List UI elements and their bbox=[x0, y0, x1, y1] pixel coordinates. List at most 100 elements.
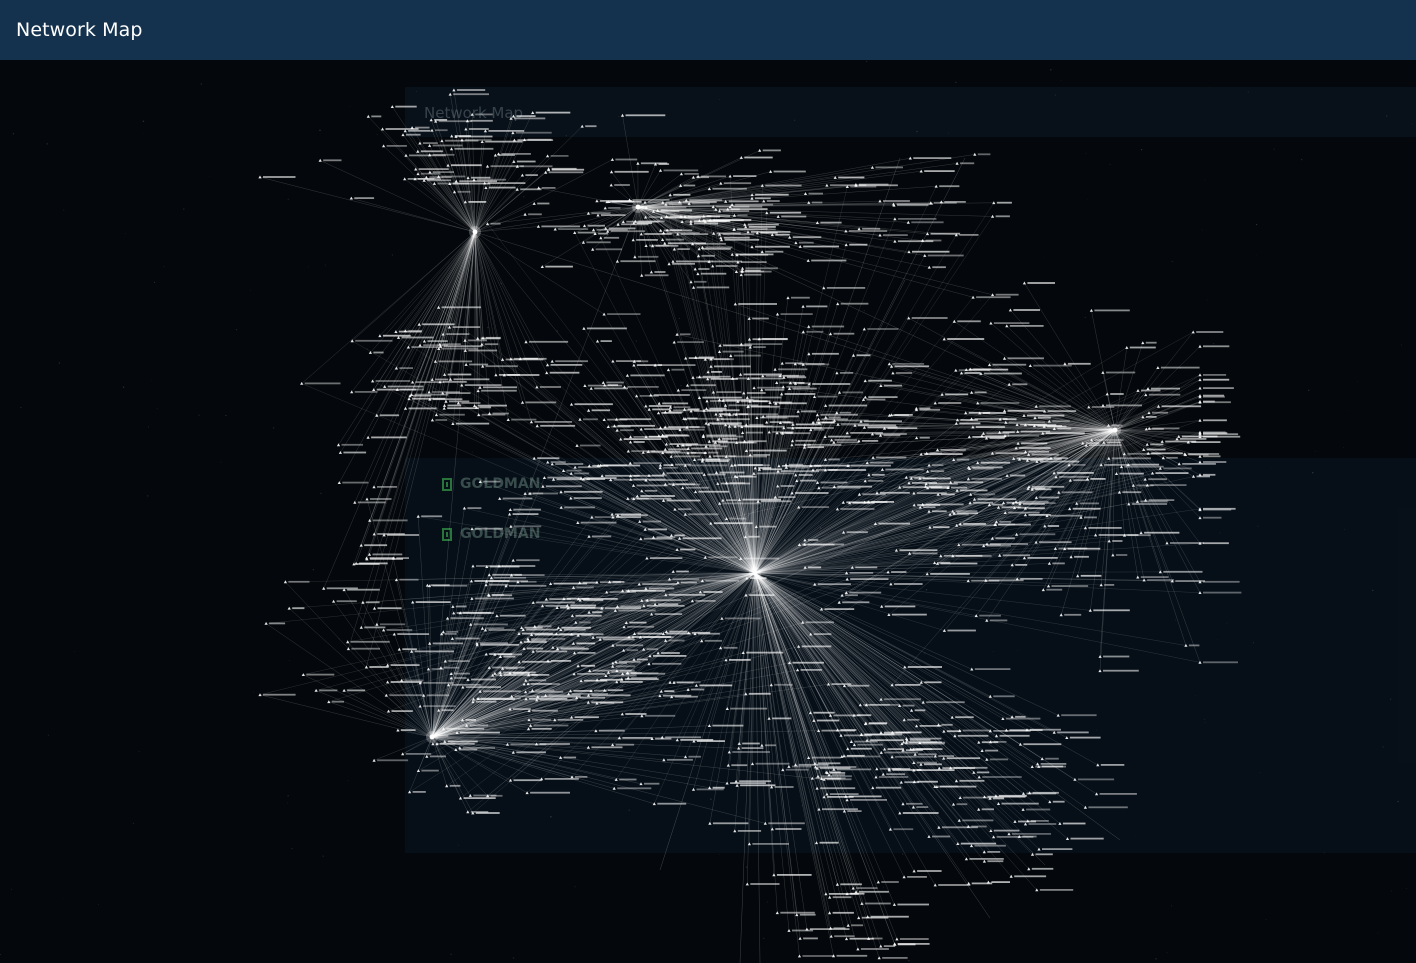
graph-node[interactable] bbox=[907, 316, 948, 320]
graph-node[interactable] bbox=[782, 426, 822, 430]
graph-node[interactable] bbox=[891, 371, 913, 375]
graph-node[interactable] bbox=[1089, 308, 1130, 312]
graph-node[interactable] bbox=[1146, 387, 1180, 390]
graph-node[interactable] bbox=[857, 227, 881, 231]
graph-node[interactable] bbox=[658, 168, 699, 172]
graph-node[interactable] bbox=[707, 187, 747, 191]
graph-node[interactable] bbox=[696, 254, 715, 258]
graph-node[interactable] bbox=[586, 211, 611, 215]
graph-node[interactable] bbox=[795, 479, 817, 482]
graph-node[interactable] bbox=[615, 259, 656, 263]
graph-node[interactable] bbox=[719, 181, 752, 185]
graph-node[interactable] bbox=[386, 709, 413, 713]
graph-node[interactable] bbox=[1141, 341, 1157, 345]
graph-node[interactable] bbox=[401, 752, 432, 756]
graph-node[interactable] bbox=[603, 383, 619, 387]
graph-node[interactable] bbox=[643, 200, 664, 204]
graph-node[interactable] bbox=[730, 203, 774, 206]
graph-node[interactable] bbox=[679, 184, 696, 187]
graph-node[interactable] bbox=[601, 381, 624, 384]
graph-node[interactable] bbox=[1198, 344, 1230, 348]
graph-node[interactable] bbox=[450, 637, 480, 640]
graph-node[interactable] bbox=[332, 599, 357, 603]
graph-node[interactable] bbox=[775, 312, 813, 316]
graph-node[interactable] bbox=[595, 199, 632, 203]
graph-node[interactable] bbox=[768, 401, 792, 404]
graph-node[interactable] bbox=[828, 332, 855, 336]
graph-node[interactable] bbox=[411, 600, 451, 604]
graph-node[interactable] bbox=[845, 185, 877, 188]
graph-node[interactable] bbox=[718, 209, 750, 213]
graph-node[interactable] bbox=[1015, 532, 1056, 536]
graph-node[interactable] bbox=[678, 200, 717, 204]
graph-node[interactable] bbox=[825, 183, 867, 187]
graph-node[interactable] bbox=[1002, 356, 1044, 360]
graph-node[interactable] bbox=[1198, 660, 1238, 664]
graph-node[interactable] bbox=[707, 724, 744, 727]
graph-node[interactable] bbox=[1198, 591, 1242, 594]
graph-node[interactable] bbox=[581, 240, 611, 244]
graph-node[interactable] bbox=[1022, 556, 1058, 560]
graph-node[interactable] bbox=[844, 229, 888, 233]
graph-node[interactable] bbox=[646, 450, 681, 453]
graph-node[interactable] bbox=[714, 471, 745, 474]
graph-node[interactable] bbox=[812, 395, 838, 398]
graph-node[interactable] bbox=[392, 632, 430, 636]
graph-node[interactable] bbox=[974, 614, 1001, 617]
graph-node[interactable] bbox=[640, 273, 669, 277]
graph-node[interactable] bbox=[740, 270, 765, 273]
graph-node[interactable] bbox=[639, 782, 660, 786]
graph-node[interactable] bbox=[1076, 574, 1102, 578]
graph-node[interactable] bbox=[762, 199, 780, 203]
graph-node[interactable] bbox=[714, 207, 740, 211]
graph-node[interactable] bbox=[709, 357, 730, 361]
graph-node[interactable] bbox=[672, 247, 690, 251]
graph-node[interactable] bbox=[658, 466, 678, 470]
graph-node[interactable] bbox=[758, 148, 781, 152]
graph-node[interactable] bbox=[609, 183, 630, 187]
graph-node[interactable] bbox=[652, 802, 687, 806]
graph-node[interactable] bbox=[1191, 330, 1224, 334]
graph-node[interactable] bbox=[639, 232, 672, 236]
graph-node[interactable] bbox=[989, 321, 1030, 325]
graph-node[interactable] bbox=[952, 319, 981, 323]
graph-node[interactable] bbox=[1111, 553, 1128, 557]
graph-node[interactable] bbox=[704, 407, 727, 410]
graph-node[interactable] bbox=[575, 444, 601, 447]
graph-node[interactable] bbox=[596, 213, 626, 217]
graph-node[interactable] bbox=[591, 247, 622, 251]
graph-node[interactable] bbox=[390, 105, 417, 108]
graph-node[interactable] bbox=[707, 422, 738, 426]
graph-node[interactable] bbox=[728, 174, 757, 178]
graph-node[interactable] bbox=[863, 379, 892, 383]
graph-node[interactable] bbox=[632, 363, 662, 367]
graph-node[interactable] bbox=[861, 398, 886, 401]
graph-node[interactable] bbox=[428, 144, 463, 147]
graph-node[interactable] bbox=[1041, 588, 1063, 592]
graph-node[interactable] bbox=[718, 232, 755, 236]
graph-node[interactable] bbox=[863, 395, 898, 399]
graph-node[interactable] bbox=[837, 600, 870, 604]
graph-node[interactable] bbox=[889, 364, 930, 368]
graph-node[interactable] bbox=[599, 236, 620, 240]
graph-node[interactable] bbox=[680, 220, 704, 223]
graph-node[interactable] bbox=[842, 530, 868, 534]
graph-node[interactable] bbox=[691, 175, 709, 179]
graph-node[interactable] bbox=[1083, 526, 1122, 530]
graph-node[interactable] bbox=[786, 296, 810, 300]
graph-node[interactable] bbox=[508, 778, 542, 782]
graph-node[interactable] bbox=[658, 463, 674, 467]
graph-node[interactable] bbox=[462, 506, 482, 510]
graph-node[interactable] bbox=[740, 266, 778, 270]
graph-node[interactable] bbox=[773, 367, 808, 371]
graph-node[interactable] bbox=[703, 357, 734, 361]
graph-node[interactable] bbox=[1022, 281, 1055, 285]
graph-node[interactable] bbox=[782, 375, 807, 379]
graph-node[interactable] bbox=[998, 553, 1030, 557]
graph-node[interactable] bbox=[1139, 531, 1180, 535]
graph-node[interactable] bbox=[801, 304, 828, 308]
graph-node[interactable] bbox=[776, 484, 795, 488]
graph-node[interactable] bbox=[408, 790, 426, 794]
graph-node[interactable] bbox=[684, 198, 723, 202]
graph-node[interactable] bbox=[761, 414, 799, 418]
